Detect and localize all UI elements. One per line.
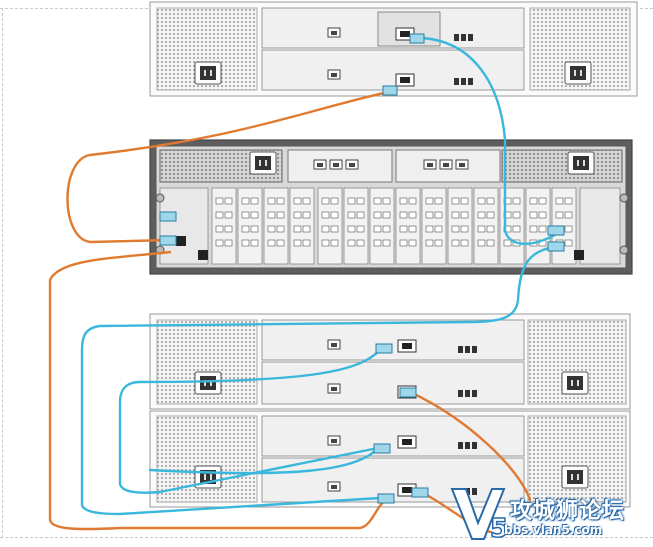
- led-icon: [458, 390, 477, 397]
- network-port-icon: [329, 159, 343, 170]
- watermark-title: 攻城狮论坛: [510, 499, 626, 524]
- sas-port-icon: [395, 73, 415, 87]
- network-port-icon: [327, 435, 341, 446]
- power-inlet-icon: [561, 371, 589, 395]
- frame-left-border: [2, 8, 3, 538]
- frame-bottom-border: [0, 537, 653, 538]
- power-inlet-icon: [567, 151, 595, 175]
- svg-text:5: 5: [490, 514, 508, 543]
- power-inlet-icon: [564, 61, 592, 85]
- power-inlet-icon: [194, 61, 222, 85]
- sas-port-icon: [397, 339, 417, 353]
- blue-cable-long-loop: [80, 244, 562, 516]
- network-port-icon: [345, 159, 359, 170]
- orange-cable-top: [66, 90, 390, 244]
- orange-cable-left-loop: [48, 250, 388, 531]
- blue-cable-inner-loop: [118, 348, 382, 494]
- disk-shelf-middle: [149, 313, 631, 410]
- disk-shelf-top: [149, 1, 638, 97]
- orange-cable-right: [408, 390, 532, 502]
- led-icon: [458, 346, 477, 353]
- network-port-icon: [439, 159, 453, 170]
- storage-processor-chassis: [149, 139, 633, 275]
- power-inlet-icon: [194, 371, 222, 395]
- cables: [48, 36, 562, 534]
- network-port-icon: [327, 27, 341, 38]
- network-port-icon: [327, 339, 341, 350]
- network-port-icon: [423, 159, 437, 170]
- sas-port-icon: [397, 435, 417, 449]
- power-inlet-icon: [249, 151, 277, 175]
- network-port-icon: [327, 481, 341, 492]
- watermark: 5 攻城狮论坛 bbs.vlan5.com: [448, 483, 653, 543]
- blue-cable-top: [418, 36, 562, 246]
- led-icon: [454, 34, 473, 41]
- network-port-icon: [455, 159, 469, 170]
- network-port-icon: [327, 383, 341, 394]
- blue-cable-bottom: [148, 450, 376, 475]
- watermark-url: bbs.vlan5.com: [504, 523, 603, 537]
- v5-logo-icon: 5: [450, 488, 509, 543]
- led-icon: [458, 442, 477, 449]
- cable-connectors: [159, 33, 565, 504]
- network-port-icon: [313, 159, 327, 170]
- network-port-icon: [327, 69, 341, 80]
- led-icon: [454, 78, 473, 85]
